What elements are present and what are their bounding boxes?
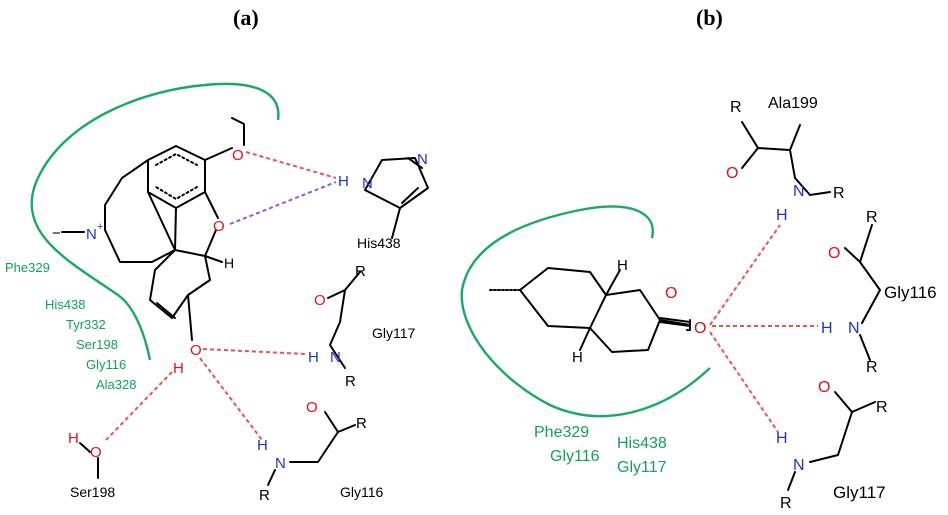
label-gly117-a: Gly117 [372, 325, 416, 341]
pocket-residue-b-0: Phe329 [534, 424, 589, 441]
methyl-dash: − [52, 225, 61, 242]
gly117-H: H [308, 349, 319, 366]
ala-O: O [726, 165, 738, 182]
hbonds-a [105, 151, 337, 441]
ammonium-N: N [86, 226, 97, 243]
pocket-residue-a-1: His438 [45, 297, 85, 312]
gly117b-N: N [793, 457, 805, 474]
gly117-R-top: R [355, 263, 366, 280]
gly116-N: N [275, 455, 286, 472]
gly116-R-right: R [356, 415, 367, 432]
methoxy-O: O [232, 147, 244, 164]
gly116b-N: N [848, 320, 860, 337]
pocket-residue-a-2: Tyr332 [66, 317, 106, 332]
pocket-contour-b [460, 205, 711, 418]
ring-H: H [224, 255, 234, 271]
residue-ala199: R O N H R Ala199 [726, 95, 845, 224]
gly116-H: H [257, 437, 268, 454]
gly116b-R-top: R [866, 209, 878, 226]
pocket-residue-b-2: His438 [617, 435, 667, 452]
ring-H-top: H [617, 257, 628, 274]
residue-ser198-a: H O Ser198 [68, 430, 115, 500]
lactone-ligand [487, 267, 691, 353]
label-his438-a: His438 [357, 235, 401, 251]
galanthamine-ligand [61, 117, 245, 341]
hydroxyl-H: H [173, 360, 184, 377]
label-gly116-a: Gly116 [340, 484, 384, 500]
gly117b-R-right: R [876, 399, 888, 416]
gly117-R-bottom: R [345, 373, 356, 390]
pocket-contour-a [30, 82, 280, 361]
ala-R2: R [833, 185, 845, 202]
gly116-R-bottom: R [259, 487, 270, 504]
gly117b-R-bottom: R [780, 495, 792, 512]
label-ala199: Ala199 [768, 95, 818, 112]
ring-O: O [213, 218, 225, 235]
his-N2: N [417, 151, 428, 168]
pocket-residues-b: Phe329 Gly116 His438 Gly117 [534, 424, 667, 476]
residue-gly117-a: O R H N R Gly117 [308, 263, 416, 390]
residue-gly117-b: O R H N R Gly117 [776, 379, 888, 512]
carbonyl-O-b: O [694, 320, 706, 337]
gly116b-H: H [821, 320, 833, 337]
ala-N: N [793, 183, 805, 200]
gly116-O: O [306, 399, 318, 416]
ring-H-bottom: H [572, 349, 583, 366]
pocket-residue-b-3: Gly117 [617, 459, 667, 476]
pocket-residue-a-0: Phe329 [5, 260, 50, 275]
pocket-residue-a-5: Ala328 [96, 377, 136, 392]
ala-H: H [776, 207, 788, 224]
pocket-residue-a-4: Gly116 [86, 357, 126, 372]
hydroxyl-O: O [190, 342, 202, 359]
panel-label-a: (a) [233, 5, 259, 30]
ring-O-b: O [665, 285, 677, 302]
gly117-O: O [314, 292, 326, 309]
residue-his438: H N N His438 [338, 151, 429, 251]
panel-b: H H O O R O N H R Ala199 R O H N R Gly [460, 95, 937, 512]
label-gly117-b: Gly117 [833, 483, 886, 502]
ammonium-charge: + [97, 221, 103, 233]
his-H: H [338, 173, 349, 190]
label-gly116-b: Gly116 [884, 283, 937, 302]
gly117b-O: O [818, 379, 830, 396]
gly117-N: N [330, 349, 341, 366]
ser-O: O [90, 444, 102, 461]
gly116b-R-bottom: R [866, 359, 878, 376]
gly117b-H: H [776, 430, 788, 447]
pocket-residues-a: Phe329 His438 Tyr332 Ser198 Gly116 Ala32… [5, 260, 136, 392]
label-ser198-a: Ser198 [70, 484, 115, 500]
panel-a: − N + H O O O H H N N His438 O [5, 82, 429, 504]
pocket-residue-a-3: Ser198 [76, 337, 118, 352]
his-N1: N [362, 175, 373, 192]
hbonds-b [709, 224, 818, 433]
residue-gly116-b: R O H N R Gly116 [821, 209, 937, 376]
ser-H: H [68, 430, 79, 447]
ala-R: R [730, 99, 742, 116]
residue-gly116-a: O R H N R Gly116 [257, 399, 384, 504]
pocket-residue-b-1: Gly116 [550, 448, 600, 465]
gly116b-O: O [828, 245, 840, 262]
panel-label-b: (b) [696, 5, 723, 30]
